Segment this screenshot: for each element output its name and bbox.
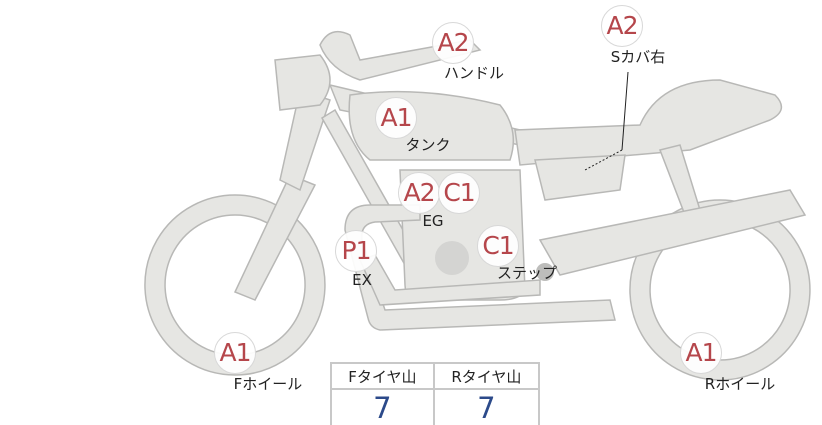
engine-cover [435,241,469,275]
rear-tire-value: 7 [432,388,541,425]
handle-label: ハンドル [443,64,505,82]
engine-label: EG [422,212,444,230]
headlight [274,54,331,111]
side-cover [534,154,626,201]
exhaust-label: EX [352,271,372,289]
swingarm [538,189,807,276]
side-cover-leader-line [621,71,629,151]
rear-frame [658,144,701,216]
front-tire-value: 7 [330,388,435,425]
rear-wheel-grade-badge[interactable]: A1 [680,332,722,374]
front-tire-header: Fタイヤ山 [330,362,435,390]
tank-grade-badge[interactable]: A1 [375,97,417,139]
step-grade-badge[interactable]: C1 [477,225,519,267]
rear-wheel-label: Rホイール [704,375,776,393]
seat [514,79,783,166]
side-cover-right-label: Sカバ右 [610,48,666,66]
footpeg [536,263,554,281]
handle-grade-badge[interactable]: A2 [432,22,474,64]
front-wheel-grade-badge[interactable]: A1 [214,332,256,374]
front-wheel-label: Fホイール [233,375,303,393]
side-cover-leader-dash [584,149,623,171]
engine-grade-badge-a[interactable]: A2 [398,172,440,214]
tank-label: タンク [405,136,451,154]
front-fork [233,174,317,301]
tire-tread-table: Fタイヤ山 Rタイヤ山 7 7 [330,362,541,425]
engine-grade-badge-c[interactable]: C1 [438,172,480,214]
rear-tire-header: Rタイヤ山 [432,362,541,390]
exhaust-pipe [344,204,616,331]
exhaust-grade-badge[interactable]: P1 [335,230,377,272]
side-cover-right-grade-badge[interactable]: A2 [601,5,643,47]
step-label: ステップ [496,264,558,282]
